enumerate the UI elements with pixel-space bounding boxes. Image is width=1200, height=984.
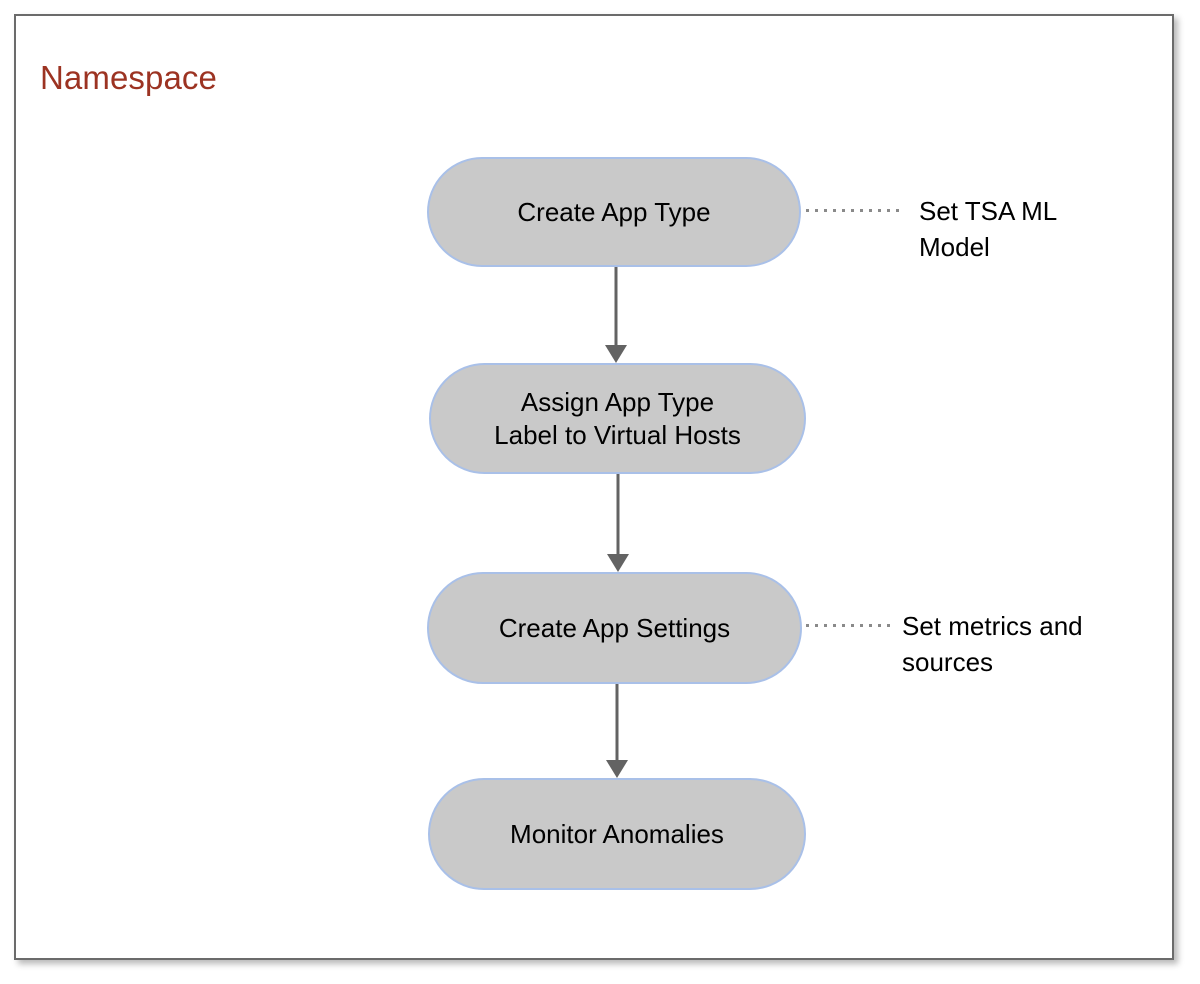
arrow-node3-to-node4	[605, 684, 629, 778]
arrow-node1-to-node2	[604, 267, 628, 363]
flow-node-create-app-type[interactable]: Create App Type	[427, 157, 801, 267]
flow-node-monitor-anomalies[interactable]: Monitor Anomalies	[428, 778, 806, 890]
flow-node-label: Create App Type	[517, 196, 711, 227]
dotted-leader-line-node3	[806, 624, 892, 627]
arrow-head-icon	[606, 760, 628, 778]
annotation-set-tsa-ml-model: Set TSA ML Model	[919, 193, 1169, 265]
flow-node-label: Create App Settings	[498, 612, 731, 643]
arrow-shaft-icon	[615, 684, 619, 760]
namespace-container: Namespace Create App Type Assign App Typ…	[14, 14, 1174, 960]
arrow-shaft-icon	[616, 474, 620, 554]
dotted-leader-line-node1	[806, 209, 902, 212]
arrow-shaft-icon	[614, 267, 618, 345]
annotation-text: Set metrics and sources	[902, 611, 1083, 677]
arrow-head-icon	[605, 345, 627, 363]
annotation-set-metrics-and-sources: Set metrics and sources	[902, 608, 1162, 680]
flow-node-label: Monitor Anomalies	[510, 818, 724, 849]
namespace-title: Namespace	[40, 59, 217, 96]
annotation-text: Set TSA ML Model	[919, 196, 1058, 262]
arrow-head-icon	[607, 554, 629, 572]
flow-node-create-app-settings[interactable]: Create App Settings	[427, 572, 802, 684]
arrow-node2-to-node3	[606, 474, 630, 572]
flow-node-assign-app-type-label[interactable]: Assign App Type Label to Virtual Hosts	[429, 363, 806, 474]
flow-node-label: Assign App Type Label to Virtual Hosts	[494, 386, 741, 450]
